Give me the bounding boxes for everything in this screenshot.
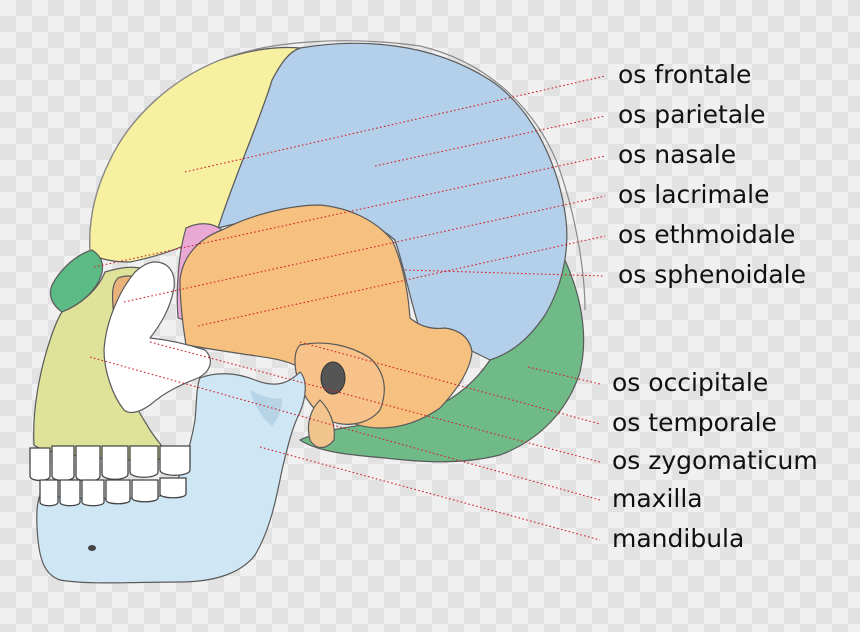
leader-occipitale [527,366,601,385]
label-os-ethmoidale: os ethmoidale [618,220,796,249]
bone-occipitale [299,249,585,463]
ear-canal [320,361,346,395]
leader-ethmoidale [197,235,606,327]
bone-zygomaticum [103,261,211,414]
label-mandibula: mandibula [612,524,745,553]
mandible-notch [250,390,282,426]
label-os-temporale: os temporale [612,408,777,437]
lower-teeth [39,477,187,507]
leader-zygomaticum [149,341,601,463]
leader-sphenoidale [404,269,606,277]
label-os-occipitale: os occipitale [612,368,769,397]
label-os-nasale: os nasale [618,140,737,169]
leader-parietale [374,115,606,167]
leader-maxilla [89,356,601,501]
mental-foramen [88,545,96,551]
upper-teeth [29,445,191,482]
label-os-frontale: os frontale [618,60,752,89]
label-maxilla: maxilla [612,484,703,513]
label-os-parietale: os parietale [618,100,766,129]
leader-mandibula [259,446,601,541]
label-os-lacrimale: os lacrimale [618,180,770,209]
label-os-zygomaticum: os zygomaticum [612,446,818,475]
label-os-sphenoidale: os sphenoidale [618,260,806,289]
skull-outline [89,40,586,311]
leader-nasale [93,155,606,268]
